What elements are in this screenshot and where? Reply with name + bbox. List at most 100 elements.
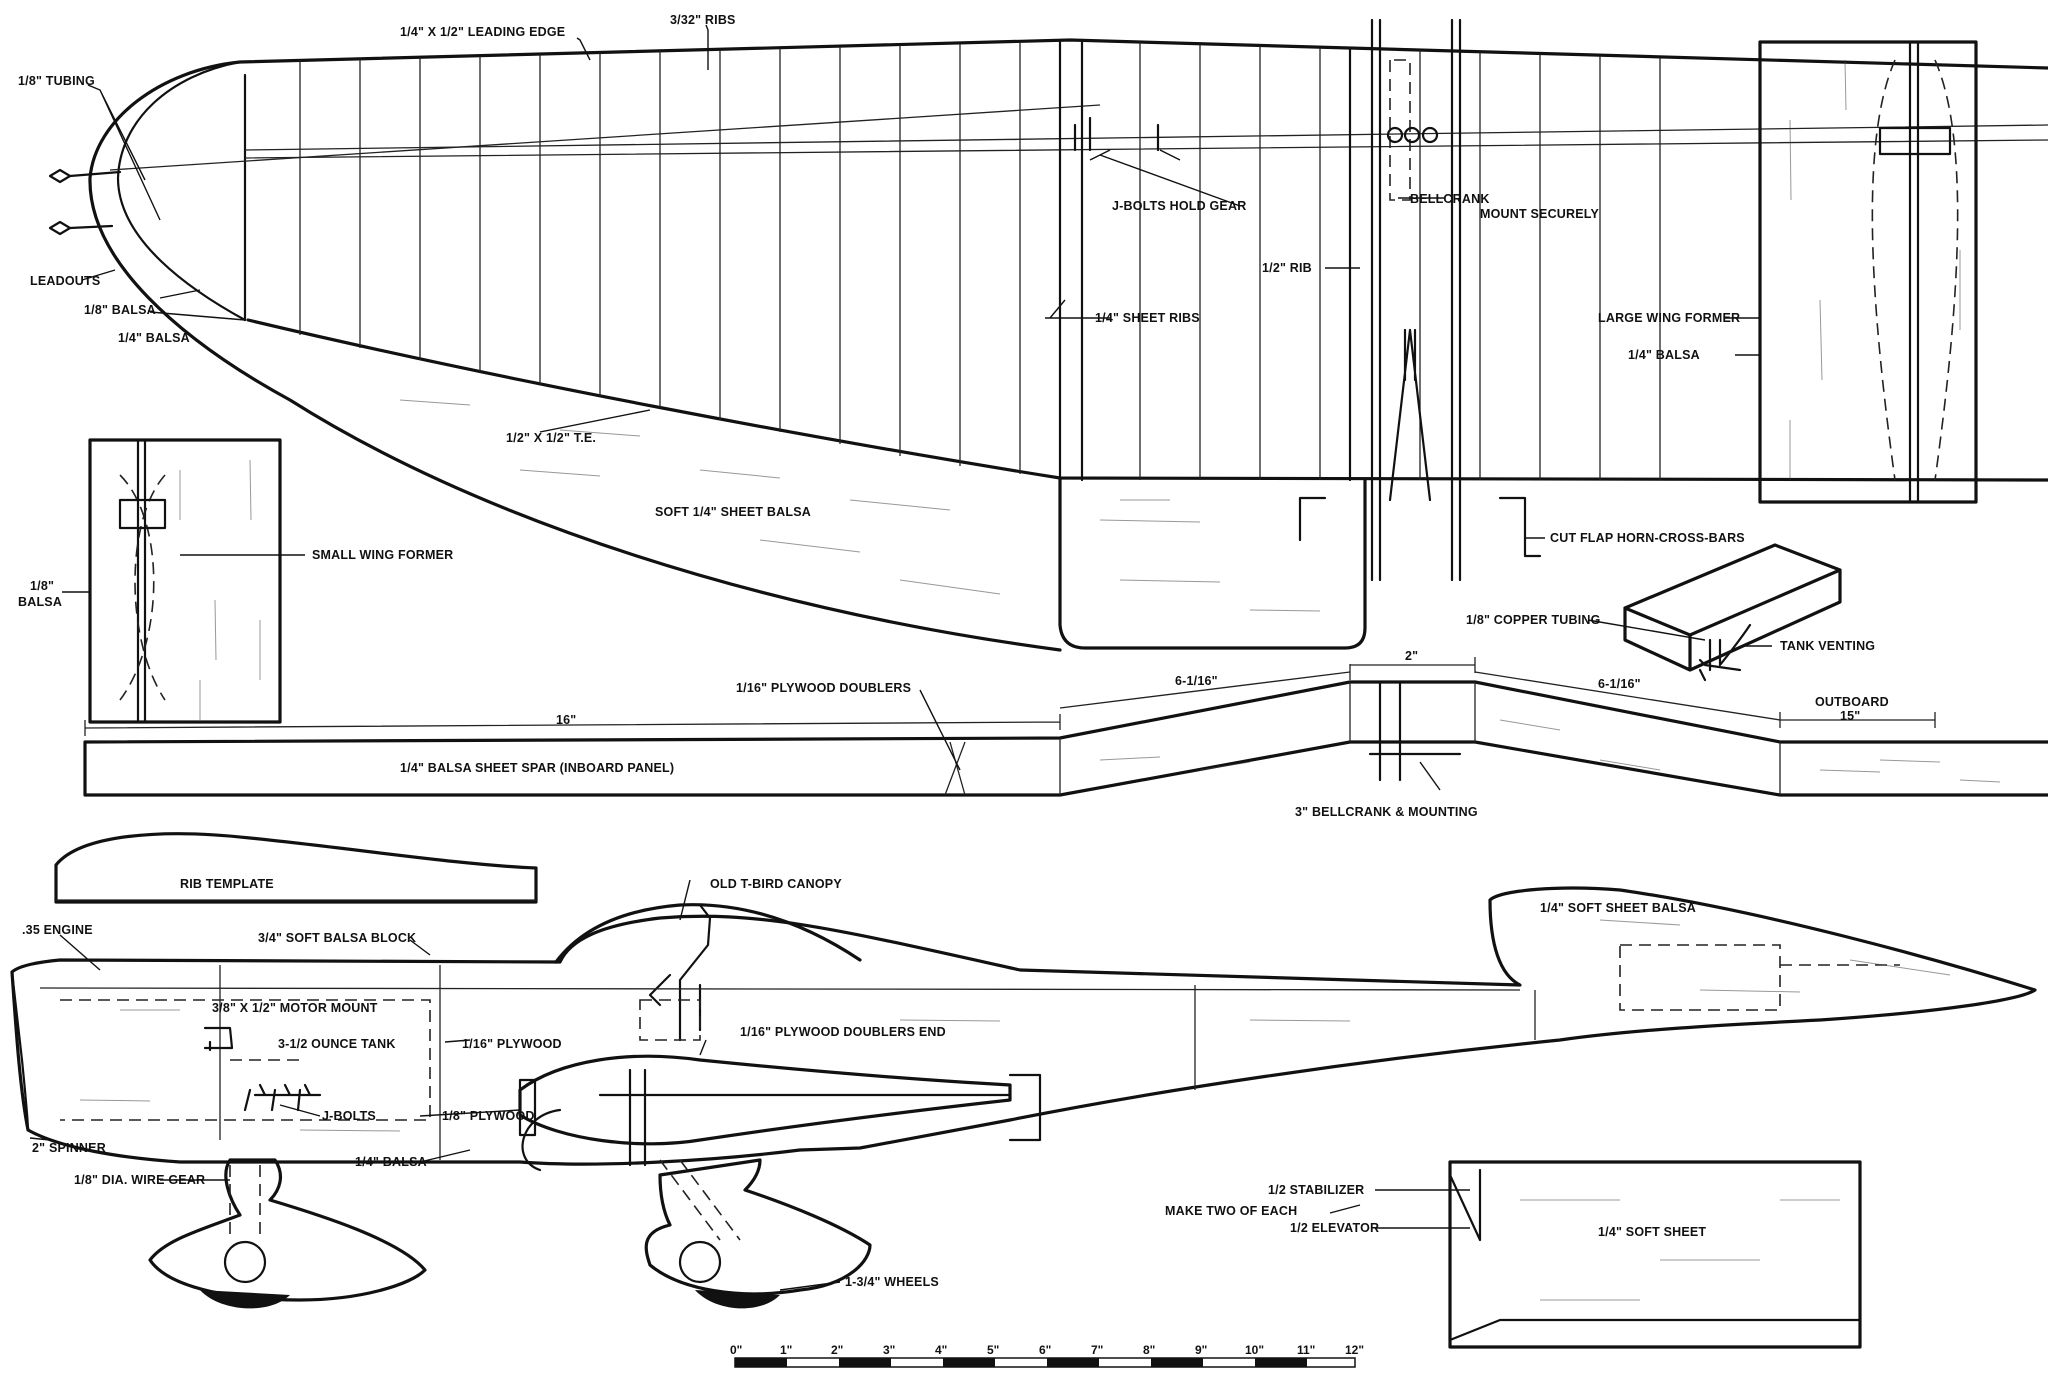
label-outboard: OUTBOARD	[1815, 695, 1889, 709]
label-ounce-tank: 3-1/2 OUNCE TANK	[278, 1037, 396, 1051]
front-wheel-tire	[200, 1290, 290, 1309]
leadout-line	[109, 104, 1101, 171]
label-rib-template: RIB TEMPLATE	[180, 877, 274, 891]
label-doublers-end: 1/16" PLYWOOD DOUBLERS END	[740, 1025, 946, 1039]
wing-plan-view	[88, 18, 2048, 652]
label-soft-sheet-balsa: SOFT 1/4" SHEET BALSA	[655, 505, 811, 519]
label-spar: 1/4" BALSA SHEET SPAR (INBOARD PANEL)	[400, 761, 674, 775]
rear-wheel-pant	[644, 1158, 872, 1296]
rear-wheel-tire	[695, 1290, 780, 1309]
scale-labels: 0" 1" 2" 3" 4" 5" 6" 7" 8" 9" 10" 11" 12…	[730, 1343, 1364, 1357]
bellcrank-mount-dash	[1389, 59, 1411, 201]
scale-tick: 4"	[935, 1343, 947, 1357]
label-j-bolts-hold-gear: J-BOLTS HOLD GEAR	[1112, 199, 1246, 213]
fuselage-sides-in-wing	[1370, 18, 1462, 582]
canopy-line	[554, 903, 862, 964]
fuselage-leaders	[29, 879, 841, 1291]
wing-ribs	[299, 40, 1661, 482]
spar-view	[83, 657, 2048, 797]
scale-tick: 12"	[1345, 1343, 1364, 1357]
large-wing-former	[1725, 40, 1978, 504]
label-fin-sheet: 1/4" SOFT SHEET BALSA	[1540, 901, 1696, 915]
label-rib-1-2: 1/2" RIB	[1262, 261, 1312, 275]
label-leading-edge: 1/4" X 1/2" LEADING EDGE	[400, 25, 565, 39]
label-tubing: 1/8" TUBING	[18, 74, 95, 88]
label-dim-15: 15"	[1840, 709, 1860, 723]
large-former-grain	[1789, 59, 1961, 480]
leadout-tips	[48, 168, 122, 236]
label-wheels: 1-3/4" WHEELS	[845, 1275, 939, 1289]
labels: 1/8" TUBING 1/4" X 1/2" LEADING EDGE 3/3…	[18, 13, 1889, 1289]
label-trailing-edge: 1/2" X 1/2" T.E.	[506, 431, 596, 445]
label-motor-mount: 3/8" X 1/2" MOTOR MOUNT	[212, 1001, 378, 1015]
label-dim-2: 2"	[1405, 649, 1418, 663]
label-dim-6-1-16-a: 6-1/16"	[1175, 674, 1218, 688]
scale-tick: 5"	[987, 1343, 999, 1357]
label-cut-flap-horn: CUT FLAP HORN-CROSS-BARS	[1550, 531, 1745, 545]
scale-tick: 7"	[1091, 1343, 1103, 1357]
scale-tick: 6"	[1039, 1343, 1051, 1357]
label-leadouts: LEADOUTS	[30, 274, 100, 288]
front-wheel-pant	[148, 1158, 427, 1302]
small-former-grain	[179, 459, 261, 720]
small-wing-former	[62, 438, 305, 724]
te-sheet-grain	[399, 399, 1321, 612]
stab-grain	[1520, 1199, 1840, 1301]
wing-leaders	[81, 24, 1545, 539]
scale-tick: 3"	[883, 1343, 895, 1357]
label-ribs: 3/32" RIBS	[670, 13, 736, 27]
label-balsa-1-8: 1/8" BALSA	[84, 303, 156, 317]
spinner	[10, 970, 30, 1132]
wing-spar	[244, 124, 2048, 159]
j-bolts-plan	[1073, 116, 1160, 152]
label-copper-tubing: 1/8" COPPER TUBING	[1466, 613, 1601, 627]
scale-tick: 8"	[1143, 1343, 1155, 1357]
label-plywood-doublers: 1/16" PLYWOOD DOUBLERS	[736, 681, 911, 695]
tank-detail	[1587, 543, 1842, 682]
scale-tick: 10"	[1245, 1343, 1264, 1357]
scale-tick: 11"	[1297, 1343, 1315, 1357]
pushrod	[1388, 328, 1432, 502]
label-small-wing-former: SMALL WING FORMER	[312, 548, 453, 562]
scale-tick: 0"	[730, 1343, 742, 1357]
flap	[1058, 476, 1367, 650]
scale-tick: 9"	[1195, 1343, 1207, 1357]
stabilizer-elevator	[1329, 1160, 1862, 1349]
wing-section	[518, 1054, 1012, 1146]
label-balsa-1-4-tip: 1/4" BALSA	[118, 331, 190, 345]
label-bellcrank-mounting: 3" BELLCRANK & MOUNTING	[1295, 805, 1478, 819]
label-elevator: 1/2 ELEVATOR	[1290, 1221, 1379, 1235]
rear-wheel-hub	[678, 1240, 722, 1284]
label-small-former-balsa-2: BALSA	[18, 595, 62, 609]
spar-grain	[1099, 719, 2001, 783]
label-balsa-1-4-fuse: 1/4" BALSA	[355, 1155, 427, 1169]
label-stab-sheet: 1/4" SOFT SHEET	[1598, 1225, 1706, 1239]
fuselage-side-view	[10, 886, 2037, 1309]
wing-tip-inner	[116, 60, 247, 322]
label-soft-balsa-block: 3/4" SOFT BALSA BLOCK	[258, 931, 416, 945]
label-dim-6-1-16-b: 6-1/16"	[1598, 677, 1641, 691]
fuselage-outline	[10, 886, 2037, 1166]
label-bellcrank: BELLCRANK	[1410, 192, 1490, 206]
label-sheet-ribs: 1/4" SHEET RIBS	[1095, 311, 1200, 325]
label-large-wing-former: LARGE WING FORMER	[1598, 311, 1740, 325]
label-tank-venting: TANK VENTING	[1780, 639, 1875, 653]
label-mount-securely: MOUNT SECURELY	[1480, 207, 1599, 221]
flap-horn	[1298, 496, 1542, 558]
scale-tick: 1"	[780, 1343, 792, 1357]
front-wheel-hub	[223, 1240, 267, 1284]
rib-template	[54, 832, 538, 904]
label-old-canopy: OLD T-BIRD CANOPY	[710, 877, 842, 891]
label-spinner: 2" SPINNER	[32, 1141, 106, 1155]
fuselage-grain	[79, 919, 1951, 1132]
label-wire-gear: 1/8" DIA. WIRE GEAR	[74, 1173, 205, 1187]
label-plywood-1-8: 1/8" PLYWOOD	[442, 1109, 535, 1123]
scale-bar	[734, 1357, 1356, 1368]
label-small-former-balsa-1: 1/8"	[30, 579, 54, 593]
label-engine: .35 ENGINE	[22, 923, 93, 937]
label-large-former-balsa: 1/4" BALSA	[1628, 348, 1700, 362]
label-j-bolts: J-BOLTS	[322, 1109, 376, 1123]
label-stabilizer: 1/2 STABILIZER	[1268, 1183, 1364, 1197]
